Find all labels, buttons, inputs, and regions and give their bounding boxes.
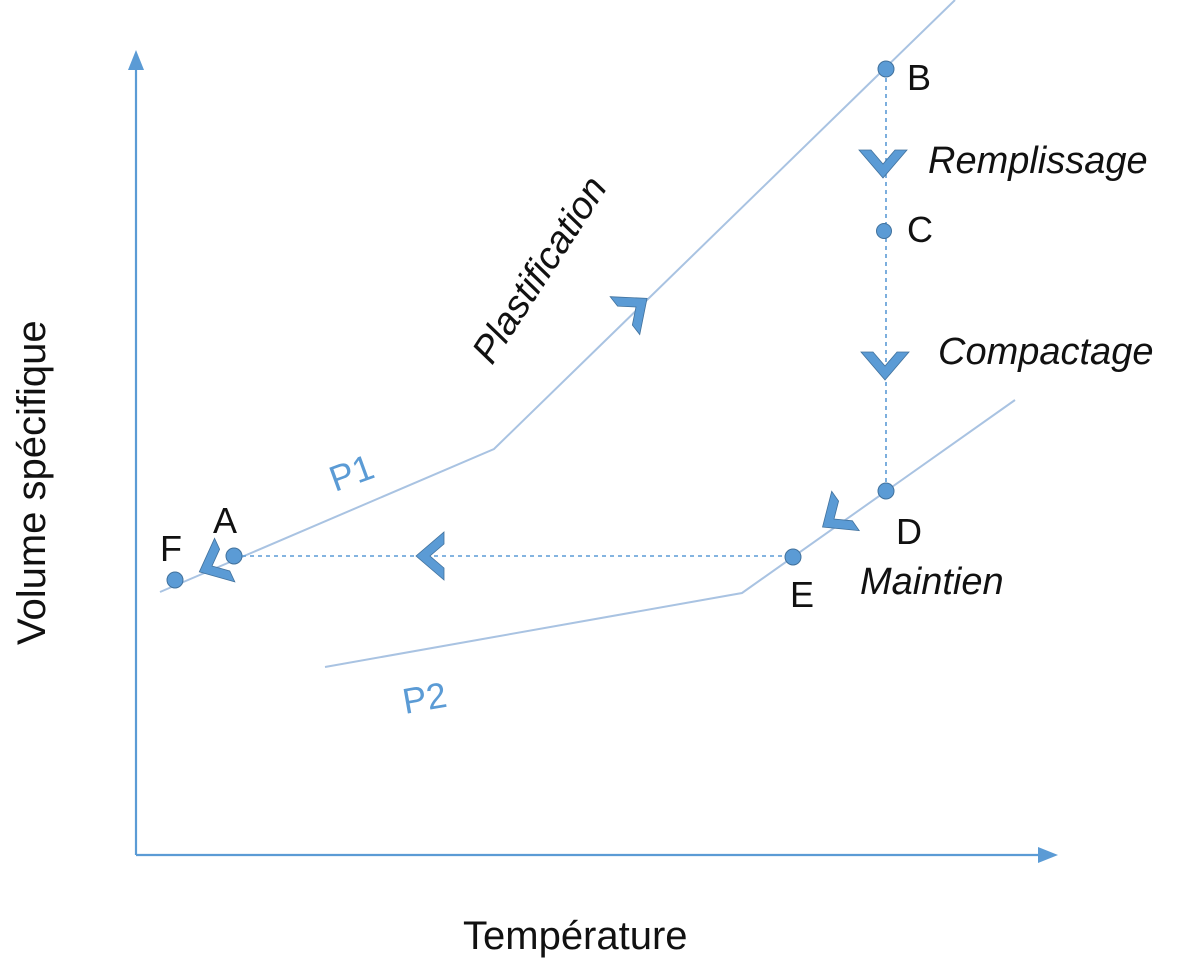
y-axis-arrowhead [128, 50, 144, 70]
point-f-marker [166, 571, 184, 589]
curve-p2-label: P2 [399, 674, 449, 722]
phase-remplissage-label: Remplissage [928, 140, 1148, 182]
point-c-label: C [907, 209, 933, 250]
point-e-label: E [790, 574, 814, 615]
phase-compactage-label: Compactage [938, 331, 1153, 373]
point-d-label: D [896, 511, 922, 552]
point-c-marker [876, 223, 892, 239]
point-b-marker [877, 60, 895, 78]
chevron-down-left-icon [822, 490, 861, 532]
curve-p1 [159, 0, 956, 593]
point-f-label: F [160, 528, 182, 569]
chevron-down-icon [860, 351, 910, 381]
y-axis-label: Volume spécifique [10, 320, 54, 645]
point-d-marker [877, 482, 895, 500]
phase-maintien-label: Maintien [860, 561, 1004, 603]
point-e-marker [784, 548, 802, 566]
curve-p1-label: P1 [324, 446, 379, 500]
chevron-left-icon [415, 531, 445, 581]
phase-plastification-label: Plastification [464, 169, 615, 371]
point-a-label: A [213, 500, 237, 541]
axes [128, 50, 1058, 863]
point-b-label: B [907, 57, 931, 98]
x-axis-arrowhead [1038, 847, 1058, 863]
point-a-marker [225, 547, 243, 565]
chevron-up-right-icon [609, 296, 648, 336]
chevron-down-icon [858, 149, 908, 179]
curve-p2 [324, 399, 1016, 668]
chevron-down-left-icon [198, 537, 236, 583]
x-axis-label: Température [463, 914, 688, 958]
